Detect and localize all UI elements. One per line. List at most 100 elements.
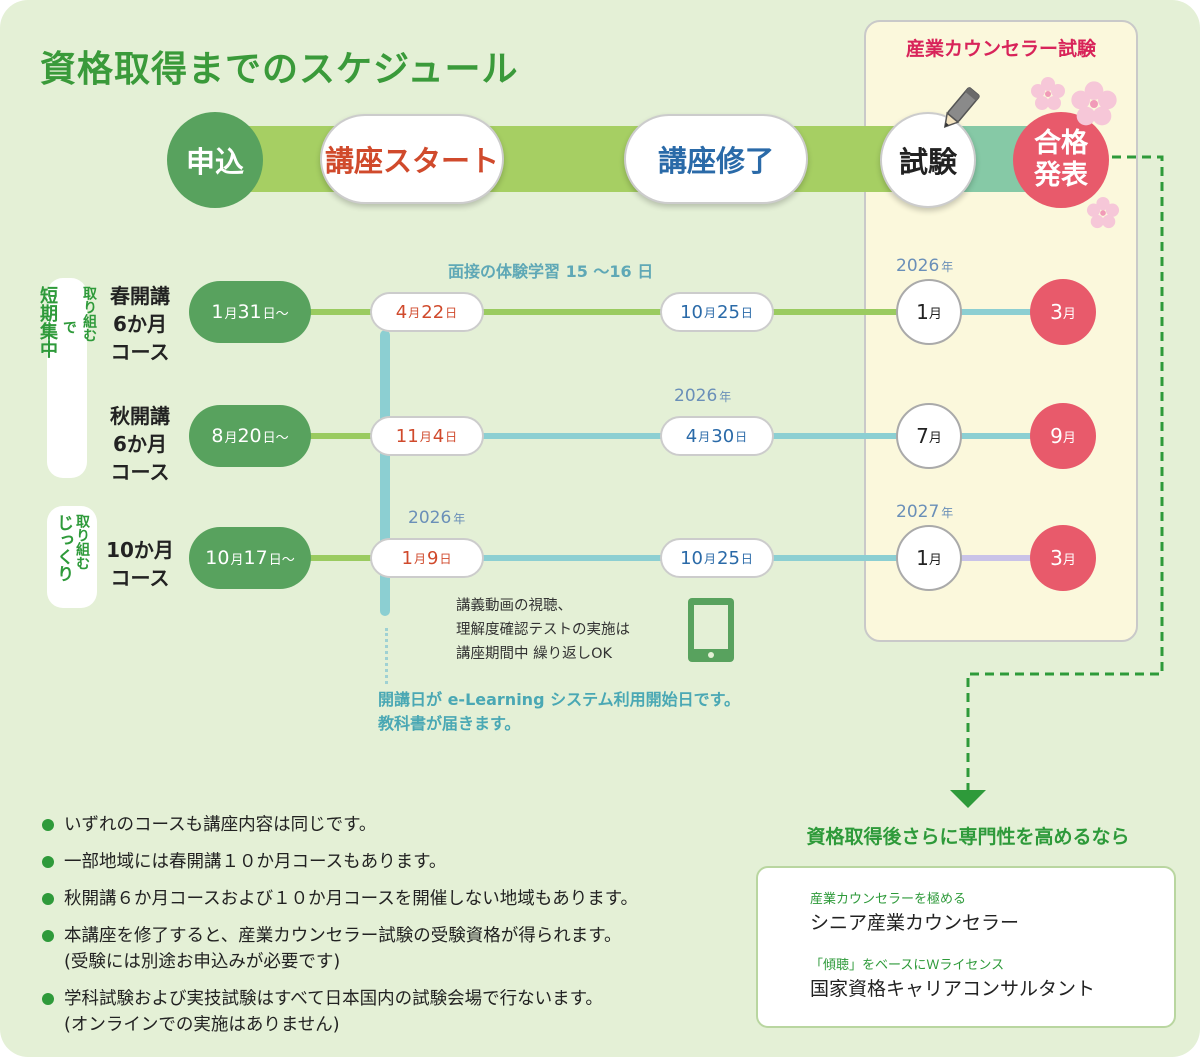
course-3-start-year-unit: 年: [453, 512, 466, 526]
sakura-icon: [1086, 196, 1120, 229]
next-step-1-sub: 産業カウンセラーを極める: [810, 892, 967, 907]
stage-result-label-1: 合格: [1034, 128, 1088, 159]
course-3-result-m-unit: 月: [1062, 552, 1076, 568]
course-1-start-d-unit: 日: [445, 305, 458, 320]
course-2-apply-day: 20: [237, 425, 262, 447]
elearning-note-1: 講義動画の視聴、: [456, 598, 572, 614]
course-label-3: 10か月 コース: [104, 536, 176, 592]
elearning-note-3: 講座期間中 繰り返しOK: [456, 646, 613, 662]
stage-finish: 講座修了: [624, 114, 808, 204]
course-2-finish-month: 4: [685, 425, 698, 447]
course-label-1: 春開講 6か月 コース: [104, 282, 176, 366]
row3-line-c: [960, 555, 1040, 561]
course-3-exam-year-value: 2027: [896, 502, 940, 522]
course-1-exam-m-unit: 月: [928, 306, 942, 322]
course-2-result-m-unit: 月: [1062, 430, 1076, 446]
course-3-finish-m-unit: 月: [703, 551, 716, 566]
course-3-start-month: 1: [401, 547, 413, 569]
stage-exam-label: 試験: [898, 145, 957, 179]
course-label-2: 秋開講 6か月 コース: [104, 402, 176, 486]
interview-note: 面接の体験学習 15 〜16 日: [448, 262, 654, 281]
course-3-finish-day: 25: [717, 547, 740, 569]
course-1-start-day: 22: [421, 301, 445, 323]
course-3-exam-month: 1: [916, 546, 929, 570]
row1-line: [296, 309, 906, 315]
next-step-1-main[interactable]: シニア産業カウンセラー: [810, 912, 1020, 934]
next-step-title: 資格取得後さらに専門性を高めるなら: [806, 826, 1130, 848]
pencil-icon: [943, 87, 980, 128]
course-2-finish-d-unit: 日: [735, 429, 748, 444]
course-2-label-2: 6か月: [113, 432, 167, 456]
course-1-apply-month: 1: [211, 301, 224, 323]
start-date-note: 開講日が e-Learning システム利用開始日です。 教科書が届きます。: [378, 688, 740, 736]
course-2-exam-month: 7: [916, 424, 929, 448]
course-2-apply-month: 8: [211, 425, 224, 447]
note-item-sub: (受験には別途お申込みが必要です): [64, 952, 341, 972]
note-item: 本講座を修了すると、産業カウンセラー試験の受験資格が得られます。: [40, 923, 740, 949]
row1-line-exam: [960, 309, 1040, 315]
elearning-note-2: 理解度確認テストの実施は: [456, 622, 630, 638]
course-2-finish-day: 30: [711, 425, 735, 447]
course-2-finish-year-value: 2026: [674, 386, 718, 406]
stage-apply-label: 申込: [185, 145, 244, 179]
course-1-start-month: 4: [395, 301, 408, 323]
course-1-exam-year-unit: 年: [941, 260, 954, 274]
course-2-finish-year-unit: 年: [719, 390, 732, 404]
course-2-apply-m: 月: [224, 430, 238, 446]
course-2-exam-m-unit: 月: [928, 430, 942, 446]
notes-list: いずれのコースも講座内容は同じです。 一部地域には春開講１０か月コースもあります…: [40, 812, 740, 1038]
stage-finish-label: 講座修了: [657, 144, 774, 178]
course-1-start-m-unit: 月: [408, 305, 421, 320]
course-2-start-m-unit: 月: [419, 429, 432, 444]
side-label-relaxed-text-2: 取り組む: [74, 514, 90, 570]
course-1-finish-m-unit: 月: [703, 305, 716, 320]
row2-line-a: [296, 433, 376, 439]
course-3-finish-month: 10: [680, 547, 703, 569]
side-label-intensive-text-1: 短期集中: [37, 286, 58, 358]
elearning-dotted-line: [385, 628, 388, 684]
stage-exam: 試験: [880, 112, 976, 208]
course-3-result-month: 3: [1050, 546, 1063, 570]
course-2-apply-suffix: 日〜: [262, 430, 289, 446]
course-3-label-1: 10か月: [106, 538, 174, 562]
course-2-label-3: コース: [110, 460, 170, 484]
stage-result: 合格 発表: [1013, 112, 1109, 208]
course-3-exam-m-unit: 月: [928, 552, 942, 568]
course-3-finish-d-unit: 日: [740, 551, 753, 566]
sakura-icon: [1031, 77, 1065, 110]
tablet-icon: [688, 598, 734, 662]
note-item: 一部地域には春開講１０か月コースもあります。: [40, 849, 740, 875]
course-3-start-m-unit: 月: [413, 551, 426, 566]
course-1-label-2: 6か月: [113, 312, 167, 336]
side-label-intensive-text-3: 取り組む: [81, 286, 97, 342]
note-item: 学科試験および実技試験はすべて日本国内の試験会場で行ないます。: [40, 986, 740, 1012]
stage-start-label: 講座スタート: [324, 144, 499, 178]
course-1-label-3: コース: [110, 340, 170, 364]
elearning-line: [380, 330, 390, 616]
sakura-icon: [1071, 81, 1117, 126]
start-date-note-2: 教科書が届きます。: [378, 714, 521, 733]
exam-panel-title: 産業カウンセラー試験: [905, 38, 1096, 60]
course-2-start-d-unit: 日: [445, 429, 458, 444]
next-step-2-sub: 「傾聴」をベースにＷライセンス: [810, 958, 1005, 973]
course-1-apply-day: 31: [237, 301, 262, 323]
course-3-apply-m: 月: [230, 552, 244, 568]
side-label-intensive-text-2: で: [61, 320, 77, 334]
course-2-start-day: 4: [432, 425, 445, 447]
next-step-2-main[interactable]: 国家資格キャリアコンサルタント: [810, 978, 1096, 1000]
